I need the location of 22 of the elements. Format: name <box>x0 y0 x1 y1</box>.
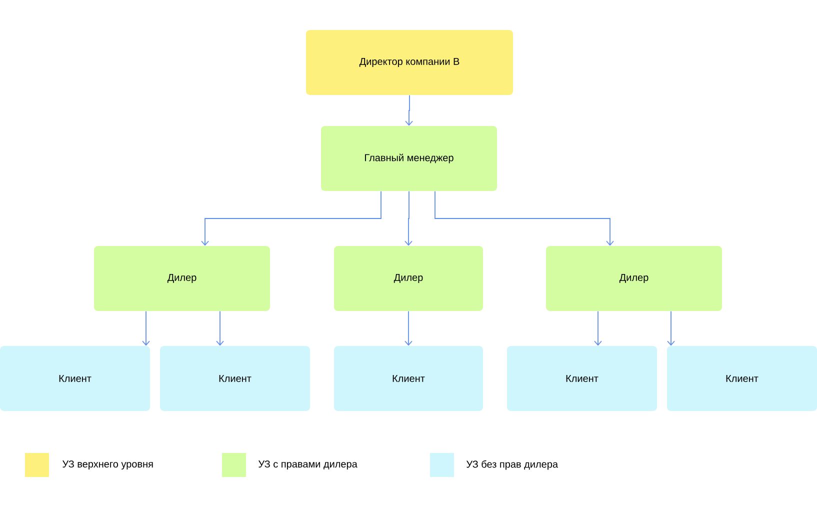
box: Дилер <box>546 246 722 311</box>
arrow <box>405 94 413 126</box>
legend-text: УЗ без прав дилера <box>466 460 558 470</box>
box: Главный менеджер <box>321 126 497 191</box>
box: Клиент <box>507 346 657 411</box>
arrow <box>667 310 675 346</box>
arrow <box>594 310 602 346</box>
arrow <box>404 310 412 346</box>
box: Дилер <box>334 246 483 311</box>
box: Дилер <box>94 246 270 311</box>
legend-text: УЗ верхнего уровня <box>62 460 153 470</box>
box: Клиент <box>334 346 483 411</box>
arrow <box>404 190 412 246</box>
box: Клиент <box>667 346 817 411</box>
box: Директор компании B <box>306 30 513 95</box>
arrow <box>216 310 224 346</box>
box: Клиент <box>0 346 150 411</box>
arrow <box>434 190 614 246</box>
legend-text: УЗ с правами дилера <box>258 460 358 470</box>
box: Клиент <box>160 346 310 411</box>
arrow <box>201 190 382 246</box>
arrow <box>142 310 150 346</box>
